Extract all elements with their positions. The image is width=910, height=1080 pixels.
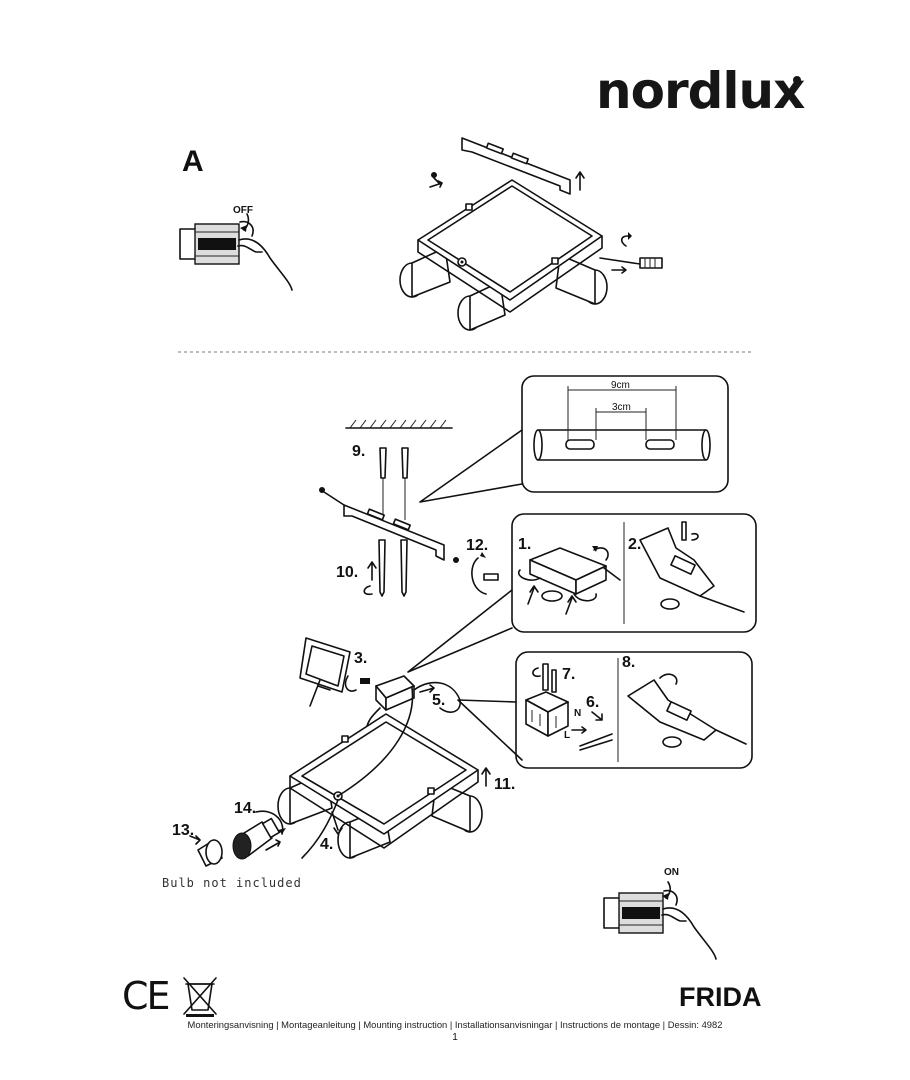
terminal-box-callout-bottom (457, 651, 753, 769)
brand-logo-dot (793, 76, 801, 84)
ceiling-mount (319, 419, 499, 597)
step-9-label: 9. (352, 443, 366, 460)
step-1-label: 1. (518, 536, 532, 553)
screw-icon (429, 172, 443, 188)
step-14-label: 14. (234, 800, 257, 817)
step-7-label: 7. (562, 666, 576, 683)
step-4-label: 4. (320, 836, 334, 853)
wire-live-label: L (564, 730, 571, 741)
step-5-label: 5. (432, 692, 446, 709)
page-number: 1 (452, 1032, 458, 1043)
bulb-note: Bulb not included (162, 876, 302, 890)
gu10-bulb-icon (189, 810, 286, 867)
dimension-outer: 9cm (611, 380, 630, 391)
bracket-dimension-callout (419, 375, 729, 503)
fixture-assembly (277, 637, 491, 859)
cable-connector-icon (599, 232, 663, 274)
product-name: FRIDA (679, 982, 762, 1012)
fixture-top-view (399, 137, 608, 331)
step-12-label: 12. (466, 537, 489, 554)
switch-off-label: OFF (233, 205, 253, 216)
step-6-label: 6. (586, 694, 600, 711)
step-13-label: 13. (172, 822, 195, 839)
step-8-label: 8. (622, 654, 636, 671)
wire-neutral-label: N (574, 708, 582, 719)
light-switch-on-icon (603, 881, 717, 960)
switch-on-label: ON (664, 867, 679, 878)
ce-mark-icon: CE (122, 974, 171, 1018)
terminal-box-callout-top (407, 513, 757, 673)
light-switch-off-icon (179, 220, 293, 291)
weee-bin-icon (183, 977, 217, 1017)
dimension-inner: 3cm (612, 402, 631, 413)
footer-text: Monteringsanvisning | Montageanleitung |… (187, 1019, 723, 1030)
step-2-label: 2. (628, 536, 642, 553)
section-label: A (182, 145, 204, 178)
step-10-label: 10. (336, 564, 359, 581)
step-11-label: 11. (494, 776, 516, 793)
brand-logo: nordlux (596, 62, 805, 120)
step-3-label: 3. (354, 650, 368, 667)
